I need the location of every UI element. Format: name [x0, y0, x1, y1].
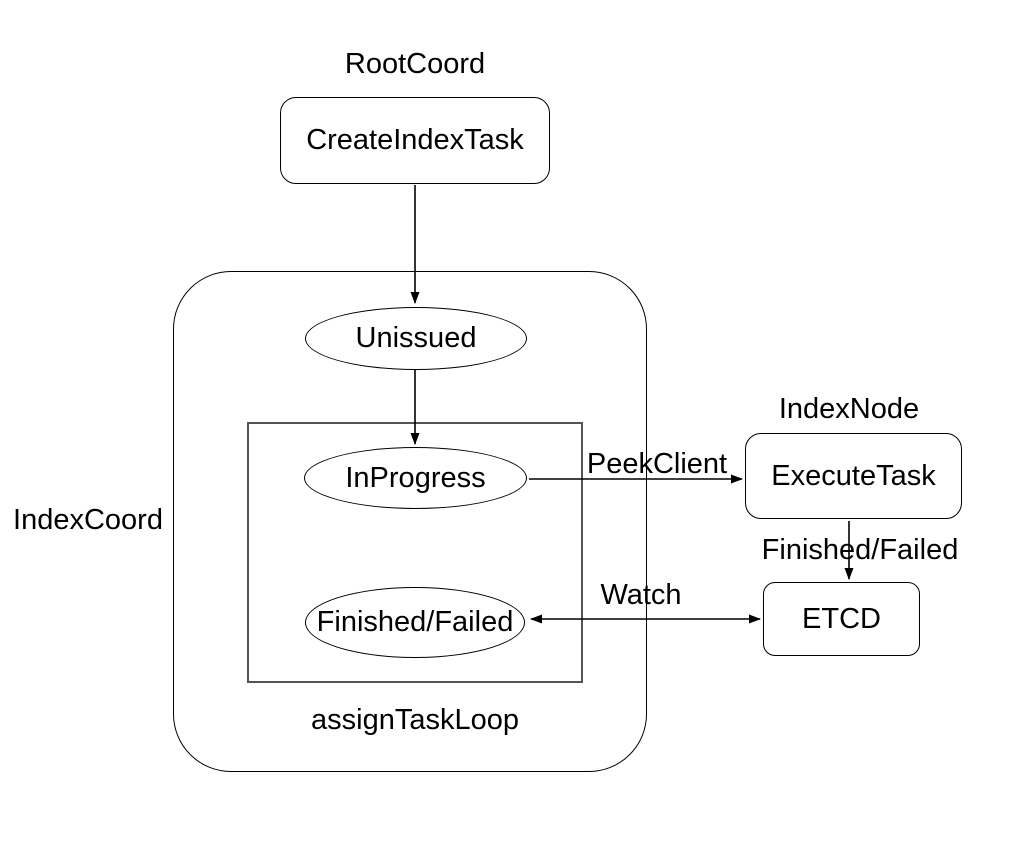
- label-index-node: IndexNode: [778, 393, 920, 425]
- label-index-coord: IndexCoord: [13, 504, 163, 536]
- node-etcd: ETCD: [763, 582, 920, 656]
- node-in-progress: InProgress: [304, 447, 527, 509]
- label-assign-task-loop: assignTaskLoop: [311, 704, 519, 736]
- node-create-index-task: CreateIndexTask: [280, 97, 550, 184]
- edge-label-watch: Watch: [600, 579, 682, 611]
- node-unissued: Unissued: [305, 307, 527, 370]
- index-coord-container: [173, 271, 647, 772]
- node-execute-task: ExecuteTask: [745, 433, 962, 519]
- label-root-coord: RootCoord: [344, 48, 486, 80]
- node-finished-failed: Finished/Failed: [305, 587, 525, 658]
- edge-label-finished-failed: Finished/Failed: [761, 534, 959, 566]
- edge-label-peek-client: PeekClient: [586, 448, 728, 480]
